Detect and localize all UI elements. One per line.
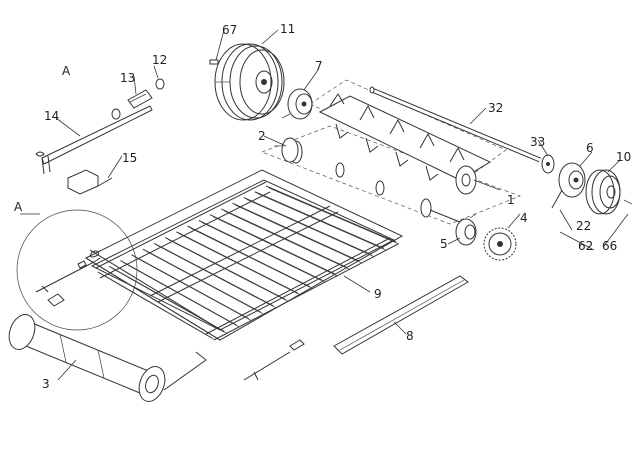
nut-12 bbox=[155, 78, 165, 90]
conveyor-chain-assembly bbox=[84, 169, 404, 341]
conveyor-slat bbox=[220, 208, 348, 269]
label-part-33: 33 bbox=[530, 135, 545, 149]
label-part-2: 2 bbox=[258, 129, 266, 143]
label-part-15: 15 bbox=[122, 151, 137, 165]
label-part-7: 7 bbox=[315, 59, 323, 73]
conveyor-slat-edge bbox=[100, 273, 216, 341]
label-part-11: 11 bbox=[280, 22, 295, 36]
label-part-66: 66 bbox=[602, 239, 617, 253]
sprocket-4 bbox=[483, 227, 517, 261]
conveyor-slat-edge bbox=[168, 239, 289, 302]
label-part-14: 14 bbox=[44, 109, 59, 123]
conveyor-slat bbox=[153, 242, 274, 307]
bolt-15 bbox=[97, 177, 113, 187]
nut-13b bbox=[111, 108, 121, 120]
pulley-small-10 bbox=[585, 169, 633, 215]
pulley-large-11 bbox=[209, 43, 285, 121]
key-67 bbox=[209, 59, 219, 65]
conveyor-slat-edge bbox=[268, 187, 400, 245]
bolt-22 bbox=[551, 189, 563, 209]
label-part-10: 10 bbox=[616, 150, 631, 164]
conveyor-slat bbox=[187, 225, 311, 288]
hub-7 bbox=[281, 88, 313, 120]
label-part-67: 67 bbox=[222, 23, 237, 37]
label-part-13: 13 bbox=[120, 71, 135, 85]
leader-lines bbox=[20, 29, 629, 381]
tensioner-assembly-a bbox=[35, 78, 165, 195]
label-part-62: 62 bbox=[578, 239, 593, 253]
conveyor-slat-edge bbox=[179, 233, 302, 296]
conveyor-slat bbox=[164, 237, 286, 301]
conveyor-slat-edge bbox=[134, 256, 252, 322]
label-part-8: 8 bbox=[406, 329, 414, 343]
conveyor-slat-edge bbox=[201, 222, 326, 283]
conveyor-slat bbox=[265, 185, 397, 243]
conveyor-slat-edge bbox=[246, 199, 375, 258]
flange-5 bbox=[455, 213, 477, 246]
label-part-32: 32 bbox=[488, 101, 503, 115]
conveyor-slat bbox=[209, 214, 335, 275]
label-part-3: 3 bbox=[42, 377, 50, 391]
label-part-9: 9 bbox=[374, 287, 382, 301]
pin-14 bbox=[35, 151, 45, 157]
roller-3 bbox=[8, 314, 207, 402]
spring-13 bbox=[127, 89, 153, 109]
long-shaft bbox=[369, 86, 541, 163]
beater-shaft bbox=[309, 79, 507, 195]
conveyor-slat bbox=[176, 231, 299, 294]
hub-6 bbox=[558, 162, 586, 198]
tension-bolts bbox=[243, 339, 305, 381]
label-part-12: 12 bbox=[152, 53, 167, 67]
conveyor-slat-edge bbox=[190, 227, 314, 290]
conveyor-slats bbox=[97, 185, 400, 341]
conveyor-slat-edge bbox=[235, 204, 363, 264]
part-labels: A A 1 2 3 4 5 6 7 8 9 10 11 12 13 14 15 … bbox=[14, 22, 631, 391]
label-part-1: 1 bbox=[507, 193, 515, 207]
label-part-4: 4 bbox=[520, 211, 528, 225]
conveyor-slat bbox=[198, 219, 323, 281]
label-a-detail: A bbox=[14, 200, 23, 214]
conveyor-slat-edge bbox=[145, 250, 265, 315]
conveyor-slat-edge bbox=[257, 193, 387, 251]
conveyor-slat-edge bbox=[123, 262, 240, 328]
hub-2 bbox=[274, 137, 299, 163]
label-a-top: A bbox=[62, 64, 71, 78]
bearing-33 bbox=[541, 154, 555, 174]
conveyor-slat bbox=[232, 202, 360, 262]
detail-a-callout bbox=[16, 209, 138, 331]
bracket-15 bbox=[67, 169, 99, 195]
label-part-22: 22 bbox=[576, 219, 591, 233]
conveyor-slat-edge bbox=[224, 210, 351, 270]
label-part-6: 6 bbox=[586, 141, 594, 155]
conveyor-slat-edge bbox=[156, 245, 277, 309]
label-part-5: 5 bbox=[440, 237, 448, 251]
conveyor-slat bbox=[254, 191, 384, 249]
conveyor-slat bbox=[243, 197, 372, 256]
conveyor-slat-edge bbox=[212, 216, 338, 277]
bar-8 bbox=[333, 275, 469, 355]
